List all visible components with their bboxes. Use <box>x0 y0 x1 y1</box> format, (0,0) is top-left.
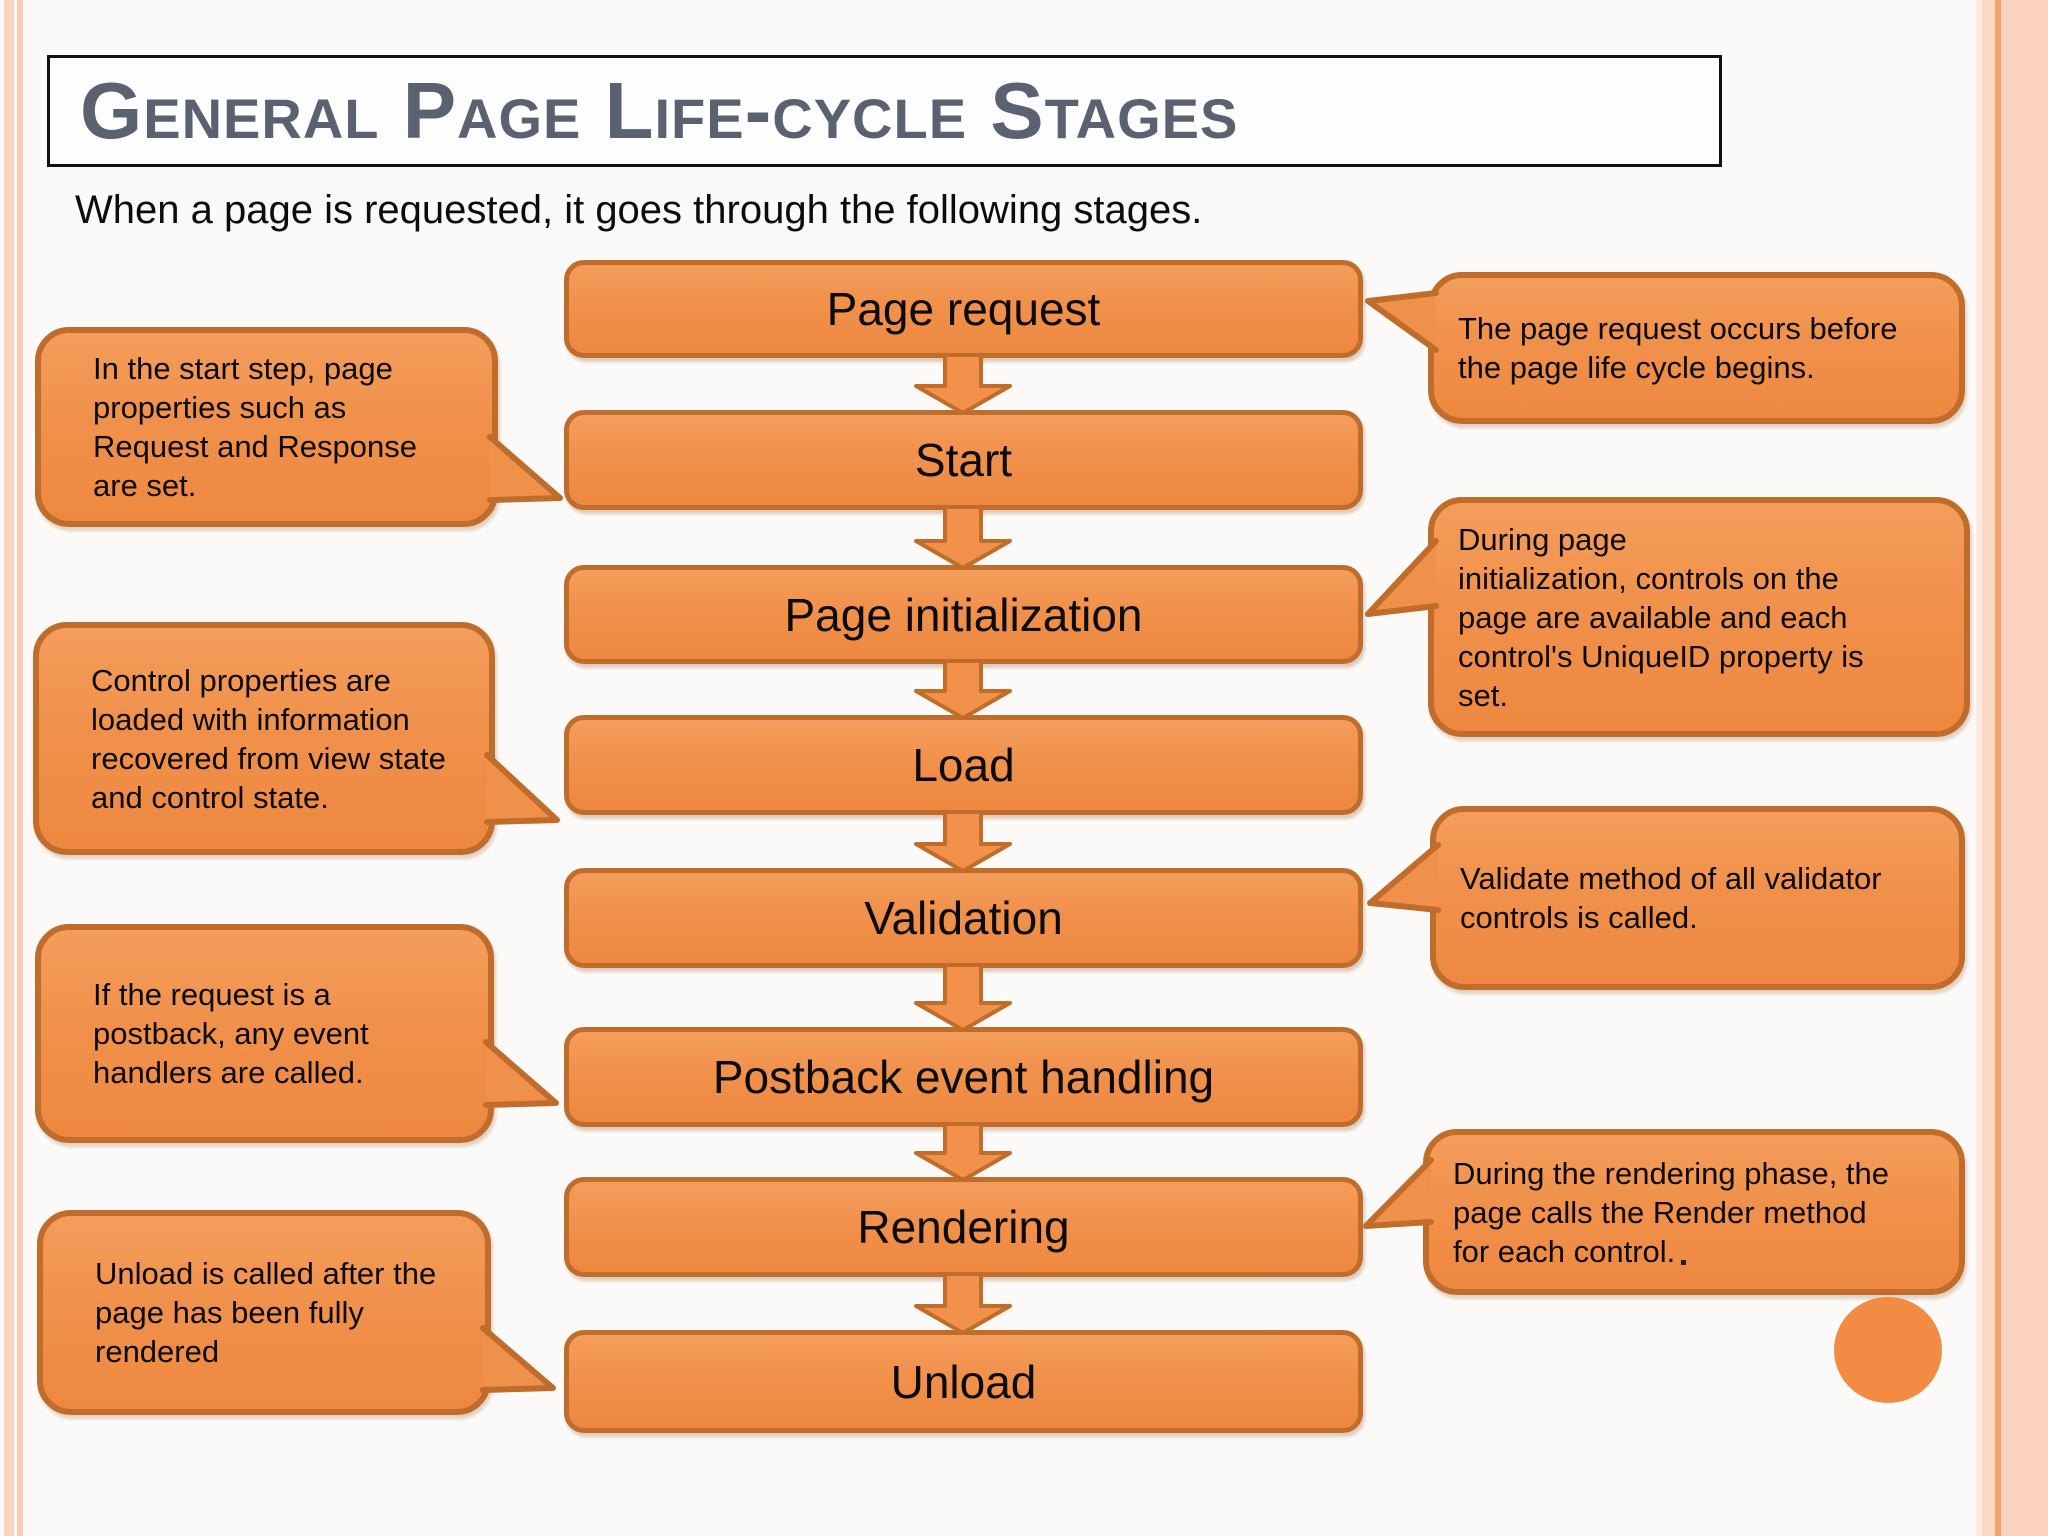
callout-text: During page initialization, controls on … <box>1458 521 1864 713</box>
callout-text: Control properties are loaded with infor… <box>91 662 446 815</box>
down-arrow <box>914 1122 1012 1182</box>
down-arrow <box>914 353 1012 415</box>
right-border-stripe-3 <box>2001 0 2048 1536</box>
callout-tail <box>480 1325 556 1393</box>
stage-box-load: Load <box>564 715 1363 815</box>
callout-right-rendering: During the rendering phase, the page cal… <box>1423 1129 1965 1295</box>
stage-box-page-initialization: Page initialization <box>564 565 1363 664</box>
stage-box-validation: Validation <box>564 868 1363 968</box>
callout-right-page-request: The page request occurs before the page … <box>1428 272 1965 424</box>
page-title: General Page Life-cycle Stages <box>80 66 1239 155</box>
stage-box-start: Start <box>564 410 1363 510</box>
stage-label: Validation <box>864 892 1063 944</box>
callout-left-start: In the start step, page properties such … <box>35 327 498 527</box>
callout-text: Unload is called after the page has been… <box>95 1256 437 1369</box>
right-border-stripe-2 <box>1982 0 1995 1536</box>
left-border-stripe-outer <box>4 0 14 1536</box>
title-box: General Page Life-cycle Stages <box>47 55 1722 167</box>
down-arrow <box>914 1272 1012 1335</box>
callout-left-postback: If the request is a postback, any event … <box>35 924 494 1143</box>
slide-subtitle: When a page is requested, it goes throug… <box>75 188 1203 232</box>
stage-label: Load <box>912 739 1015 791</box>
down-arrow <box>914 505 1012 570</box>
callout-tail <box>1367 842 1441 913</box>
left-border-stripe-inner <box>17 0 23 1536</box>
stage-label: Start <box>914 434 1013 486</box>
callout-left-load: Control properties are loaded with infor… <box>33 622 495 855</box>
down-arrow <box>914 659 1012 720</box>
stage-label: Page request <box>826 283 1101 335</box>
stage-box-unload: Unload <box>564 1330 1363 1433</box>
callout-tail <box>483 1039 559 1108</box>
right-border-stripe-1 <box>1976 0 1982 1536</box>
callout-left-unload: Unload is called after the page has been… <box>37 1210 491 1415</box>
callout-text: During the rendering phase, the page cal… <box>1453 1155 1890 1269</box>
callout-text: In the start step, page properties such … <box>93 351 418 503</box>
decor-circle <box>1834 1297 1942 1403</box>
stage-label: Rendering <box>857 1201 1070 1253</box>
callout-tail <box>1365 538 1439 617</box>
callout-text: Validate method of all validator control… <box>1460 861 1882 935</box>
stage-label: Page initialization <box>784 588 1143 641</box>
stage-label: Postback event handling <box>712 1051 1215 1103</box>
stray-dot <box>1681 1260 1686 1265</box>
right-border-accent-line <box>1995 0 2001 1536</box>
callout-right-validation: Validate method of all validator control… <box>1430 806 1965 990</box>
callout-tail <box>487 434 563 503</box>
stage-box-rendering: Rendering <box>564 1177 1363 1277</box>
stage-box-page-request: Page request <box>564 260 1363 358</box>
callout-text: If the request is a postback, any event … <box>93 977 369 1090</box>
callout-tail <box>1365 290 1439 353</box>
down-arrow <box>914 810 1012 873</box>
callout-tail <box>1363 1157 1434 1229</box>
down-arrow <box>914 963 1012 1032</box>
callout-right-page-initialization: During page initialization, controls on … <box>1428 497 1970 737</box>
stage-box-postback-event-handling: Postback event handling <box>564 1027 1363 1127</box>
callout-tail <box>484 752 560 825</box>
callout-text: The page request occurs before the page … <box>1458 311 1898 385</box>
stage-label: Unload <box>890 1355 1037 1408</box>
